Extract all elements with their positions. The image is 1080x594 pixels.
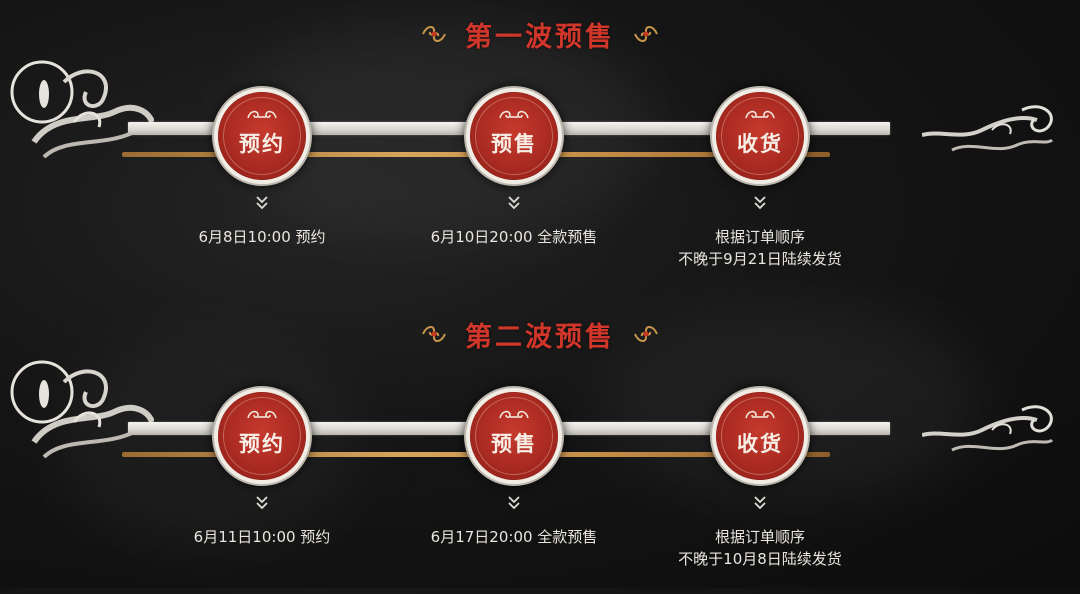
cloud-swirl-icon (745, 110, 775, 119)
medal-ring (475, 97, 553, 175)
cloud-swirl-icon (499, 410, 529, 419)
auspicious-cloud-icon (922, 105, 1054, 152)
medal-ring (223, 97, 301, 175)
wave-title: 第一波预售 (465, 21, 615, 53)
step-description-line: 6月11日10:00 预约 (193, 528, 331, 546)
step-description-line: 根据订单顺序 (714, 228, 805, 246)
step-description: 6月17日20:00 全款预售 (384, 526, 644, 548)
step-label: 收货 (737, 431, 783, 456)
cloud-scroll-ornament-icon (634, 26, 658, 42)
auspicious-cloud-icon (922, 405, 1054, 452)
cloud-scroll-ornament-icon (634, 326, 658, 342)
step-medal-reserve: 预约 (218, 392, 306, 480)
step-description: 根据订单顺序 不晚于9月21日陆续发货 (630, 226, 890, 270)
step-description: 6月8日10:00 预约 (132, 226, 392, 248)
cloud-swirl-icon (247, 110, 277, 119)
auspicious-cloud-icon (10, 360, 154, 459)
medal-ring (223, 397, 301, 475)
cloud-scroll-ornament-icon (422, 326, 446, 342)
double-chevron-down-icon (508, 496, 520, 510)
medal-ring (475, 397, 553, 475)
cloud-swirl-icon (745, 410, 775, 419)
step-description-line: 不晚于10月8日陆续发货 (678, 550, 842, 568)
step-description-line: 不晚于9月21日陆续发货 (678, 250, 842, 268)
step-description-line: 6月8日10:00 预约 (198, 228, 326, 246)
step-medal-reserve: 预约 (218, 92, 306, 180)
step-description-line: 6月17日20:00 全款预售 (430, 528, 598, 546)
step-description-line: 根据订单顺序 (714, 528, 805, 546)
medal-ring (721, 397, 799, 475)
auspicious-cloud-icon (10, 60, 154, 159)
step-description: 根据订单顺序 不晚于10月8日陆续发货 (630, 526, 890, 570)
wave-title: 第二波预售 (465, 321, 615, 353)
step-medal-presale: 预售 (470, 392, 558, 480)
step-label: 预约 (239, 431, 285, 456)
double-chevron-down-icon (256, 196, 268, 210)
double-chevron-down-icon (754, 196, 766, 210)
step-label: 预售 (491, 431, 537, 456)
double-chevron-down-icon (754, 496, 766, 510)
cloud-swirl-icon (499, 110, 529, 119)
double-chevron-down-icon (256, 496, 268, 510)
wave-section-1: 第一波预售 预约 6月8日10:00 预约 (0, 0, 1080, 294)
step-medal-delivery: 收货 (716, 392, 804, 480)
cloud-scroll-ornament-icon (422, 26, 446, 42)
wave-title-row: 第一波预售 (0, 14, 1080, 54)
medal-ring (721, 97, 799, 175)
step-description: 6月10日20:00 全款预售 (384, 226, 644, 248)
step-label: 收货 (737, 131, 783, 156)
step-label: 预售 (491, 131, 537, 156)
step-description: 6月11日10:00 预约 (132, 526, 392, 548)
step-medal-presale: 预售 (470, 92, 558, 180)
double-chevron-down-icon (508, 196, 520, 210)
step-label: 预约 (239, 131, 285, 156)
step-medal-delivery: 收货 (716, 92, 804, 180)
wave-section-2: 第二波预售 预约 6月11日10:00 预约 (0, 300, 1080, 594)
cloud-swirl-icon (247, 410, 277, 419)
step-description-line: 6月10日20:00 全款预售 (430, 228, 598, 246)
wave-title-row: 第二波预售 (0, 314, 1080, 354)
